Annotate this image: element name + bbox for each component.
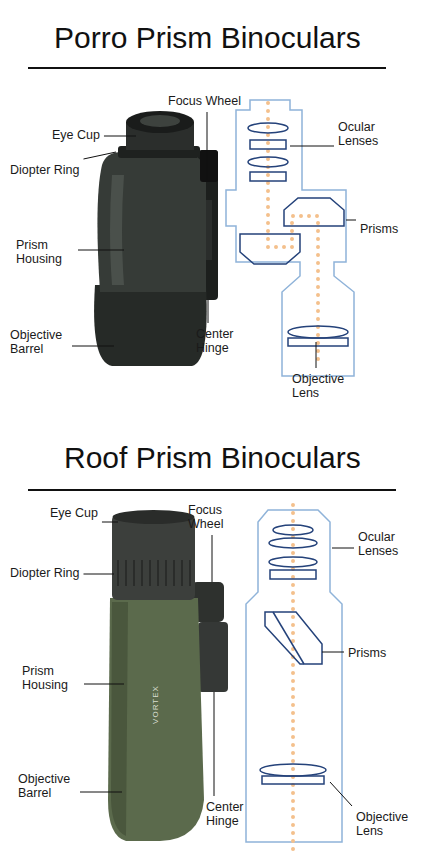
leader-line: [208, 300, 209, 323]
roof-cutaway-shape: [260, 764, 326, 776]
roof-body: [108, 510, 228, 841]
porro-cutaway: [226, 100, 354, 376]
roof-body-shape: [108, 598, 204, 841]
roof-cutaway-shape: [273, 612, 304, 664]
leader-line: [214, 692, 215, 796]
porro-cutaway-shape: [284, 198, 344, 226]
part-label: Prism Housing: [16, 238, 74, 266]
roof-cutaway-shape: [269, 538, 317, 548]
leader-line: [72, 346, 114, 347]
part-label: Prisms: [348, 646, 386, 660]
roof-body-shape-shape: [117, 560, 119, 586]
leader-line: [290, 146, 334, 147]
section-title: Roof Prism Binoculars: [64, 440, 361, 476]
porro-cutaway-shape: [226, 100, 354, 376]
porro-cutaway-shape: [248, 123, 288, 133]
title-rule: [28, 489, 396, 491]
roof-body-shape-shape: [165, 560, 167, 586]
porro-body-shape: [110, 175, 124, 285]
roof-cutaway-shape: [262, 776, 324, 784]
brand-watermark: VORTEX: [151, 685, 160, 724]
roof-cutaway-shape: [269, 557, 317, 567]
roof-body-shape-shape: [189, 560, 191, 586]
leader-line: [212, 535, 213, 582]
leader-line: [332, 548, 354, 549]
leader-line: [346, 220, 356, 221]
roof-body-shape: [118, 560, 190, 586]
porro-cutaway-shape: [288, 338, 348, 346]
porro-cutaway-shape: [248, 157, 288, 167]
roof-body-shape: [112, 515, 195, 600]
part-label: Ocular Lenses: [338, 120, 396, 148]
part-label: Objective Barrel: [10, 328, 68, 356]
roof-body-shape-shape: [149, 560, 151, 586]
roof-body-shape-shape: [125, 560, 127, 586]
title-rule: [28, 67, 386, 69]
roof-cutaway: [246, 505, 342, 850]
part-label: Focus Wheel: [188, 503, 246, 531]
leader-line: [207, 112, 208, 180]
roof-body-shape-shape: [181, 560, 183, 586]
part-label: Prisms: [360, 222, 398, 236]
porro-body-shape: [97, 152, 206, 292]
part-label: Eye Cup: [52, 128, 100, 142]
porro-cutaway-shape: [250, 172, 286, 181]
roof-cutaway-shape: [273, 525, 313, 535]
roof-cutaway-shape: [270, 570, 316, 579]
part-label: Focus Wheel: [168, 94, 241, 108]
leader-line: [330, 782, 352, 806]
part-label: Diopter Ring: [10, 566, 79, 580]
porro-body-shape: [126, 111, 194, 133]
porro-body-shape: [94, 285, 207, 366]
part-label: Center Hinge: [206, 800, 264, 828]
leader-line: [78, 250, 124, 251]
leader-line: [316, 342, 317, 368]
leader-line: [104, 136, 136, 137]
roof-body-shape: [111, 602, 128, 836]
leader-line: [83, 574, 114, 575]
part-label: Ocular Lenses: [358, 530, 416, 558]
roof-cutaway-shape: [265, 612, 322, 664]
roof-body-shape: [113, 510, 195, 524]
part-label: Prism Housing: [22, 664, 80, 692]
part-label: Eye Cup: [50, 506, 98, 520]
roof-body-shape-shape: [141, 560, 143, 586]
part-label: Objective Lens: [292, 372, 350, 400]
leader-line: [102, 522, 118, 523]
leader-line: [84, 684, 124, 685]
section-title: Porro Prism Binoculars: [54, 20, 361, 56]
part-label: Diopter Ring: [10, 163, 79, 177]
part-label: Objective Barrel: [18, 772, 76, 800]
part-label: Objective Lens: [356, 810, 414, 838]
roof-body-shape: [198, 622, 228, 692]
porro-cutaway-shape: [288, 326, 348, 338]
porro-cutaway-shape: [268, 103, 318, 362]
roof-body-shape-shape: [173, 560, 175, 586]
porro-cutaway-shape: [240, 234, 300, 264]
part-label: Center Hinge: [196, 327, 254, 355]
leader-line: [83, 152, 116, 159]
porro-body-shape: [200, 150, 218, 182]
porro-body-shape: [206, 200, 212, 260]
porro-cutaway-shape: [250, 140, 286, 149]
leader-line: [80, 792, 122, 793]
roof-body-shape-shape: [133, 560, 135, 586]
porro-body-shape: [140, 115, 180, 127]
leader-line: [322, 652, 344, 653]
roof-body-shape-shape: [157, 560, 159, 586]
